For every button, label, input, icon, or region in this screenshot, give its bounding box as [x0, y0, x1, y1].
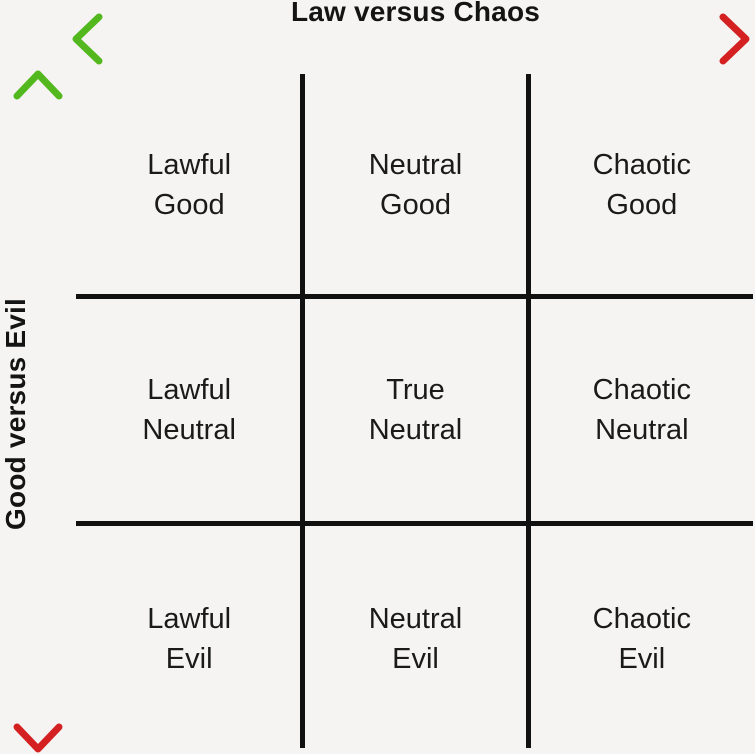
cell-label: Lawful — [147, 149, 232, 181]
cell-row0-col0: Lawful Good — [76, 74, 302, 296]
vertical-axis-title: Good versus Evil — [0, 298, 31, 530]
cell-label: Neutral — [595, 413, 689, 446]
cell-label: Neutral — [142, 413, 236, 446]
cell-row2-col2: Chaotic Evil — [529, 523, 755, 754]
cell-label: Evil — [618, 642, 666, 675]
cell-label: Neutral — [368, 149, 463, 181]
cell-row0-col1: Neutral Good — [302, 74, 528, 296]
grid-line-vertical-2 — [526, 74, 531, 748]
horizontal-axis-title: Law versus Chaos — [290, 0, 541, 27]
vertical-axis-title-wrap: Good versus Evil — [0, 74, 32, 754]
arrowhead-up-icon — [13, 70, 63, 100]
cell-label: Chaotic — [592, 602, 691, 635]
cell-label: Good — [380, 189, 451, 221]
cell-label: Neutral — [368, 602, 463, 635]
cell-label: Chaotic — [592, 373, 691, 406]
cell-label: True — [386, 373, 445, 406]
cell-label: Chaotic — [592, 149, 691, 181]
cell-label: Good — [606, 189, 678, 221]
arrowhead-left-icon — [72, 13, 103, 65]
cell-row2-col0: Lawful Evil — [76, 523, 302, 754]
cell-row1-col1: True Neutral — [302, 296, 528, 523]
cell-label: Evil — [165, 642, 213, 675]
cell-label: Neutral — [368, 413, 463, 446]
cell-row1-col0: Lawful Neutral — [76, 296, 302, 523]
arrowhead-down-icon — [13, 723, 63, 753]
cell-label: Lawful — [147, 602, 232, 635]
cell-row1-col2: Chaotic Neutral — [529, 296, 755, 523]
grid-line-horizontal-2 — [76, 521, 753, 526]
cell-row2-col1: Neutral Evil — [302, 523, 528, 754]
alignment-grid: Lawful Good Neutral Good Chaotic Good La… — [76, 74, 755, 754]
grid-line-horizontal-1 — [76, 294, 753, 299]
cell-row0-col2: Chaotic Good — [529, 74, 755, 296]
cell-label: Good — [153, 189, 225, 221]
grid-line-vertical-1 — [300, 74, 305, 748]
cell-label: Evil — [392, 642, 439, 675]
cell-label: Lawful — [147, 373, 232, 406]
arrowhead-right-icon — [719, 13, 750, 65]
